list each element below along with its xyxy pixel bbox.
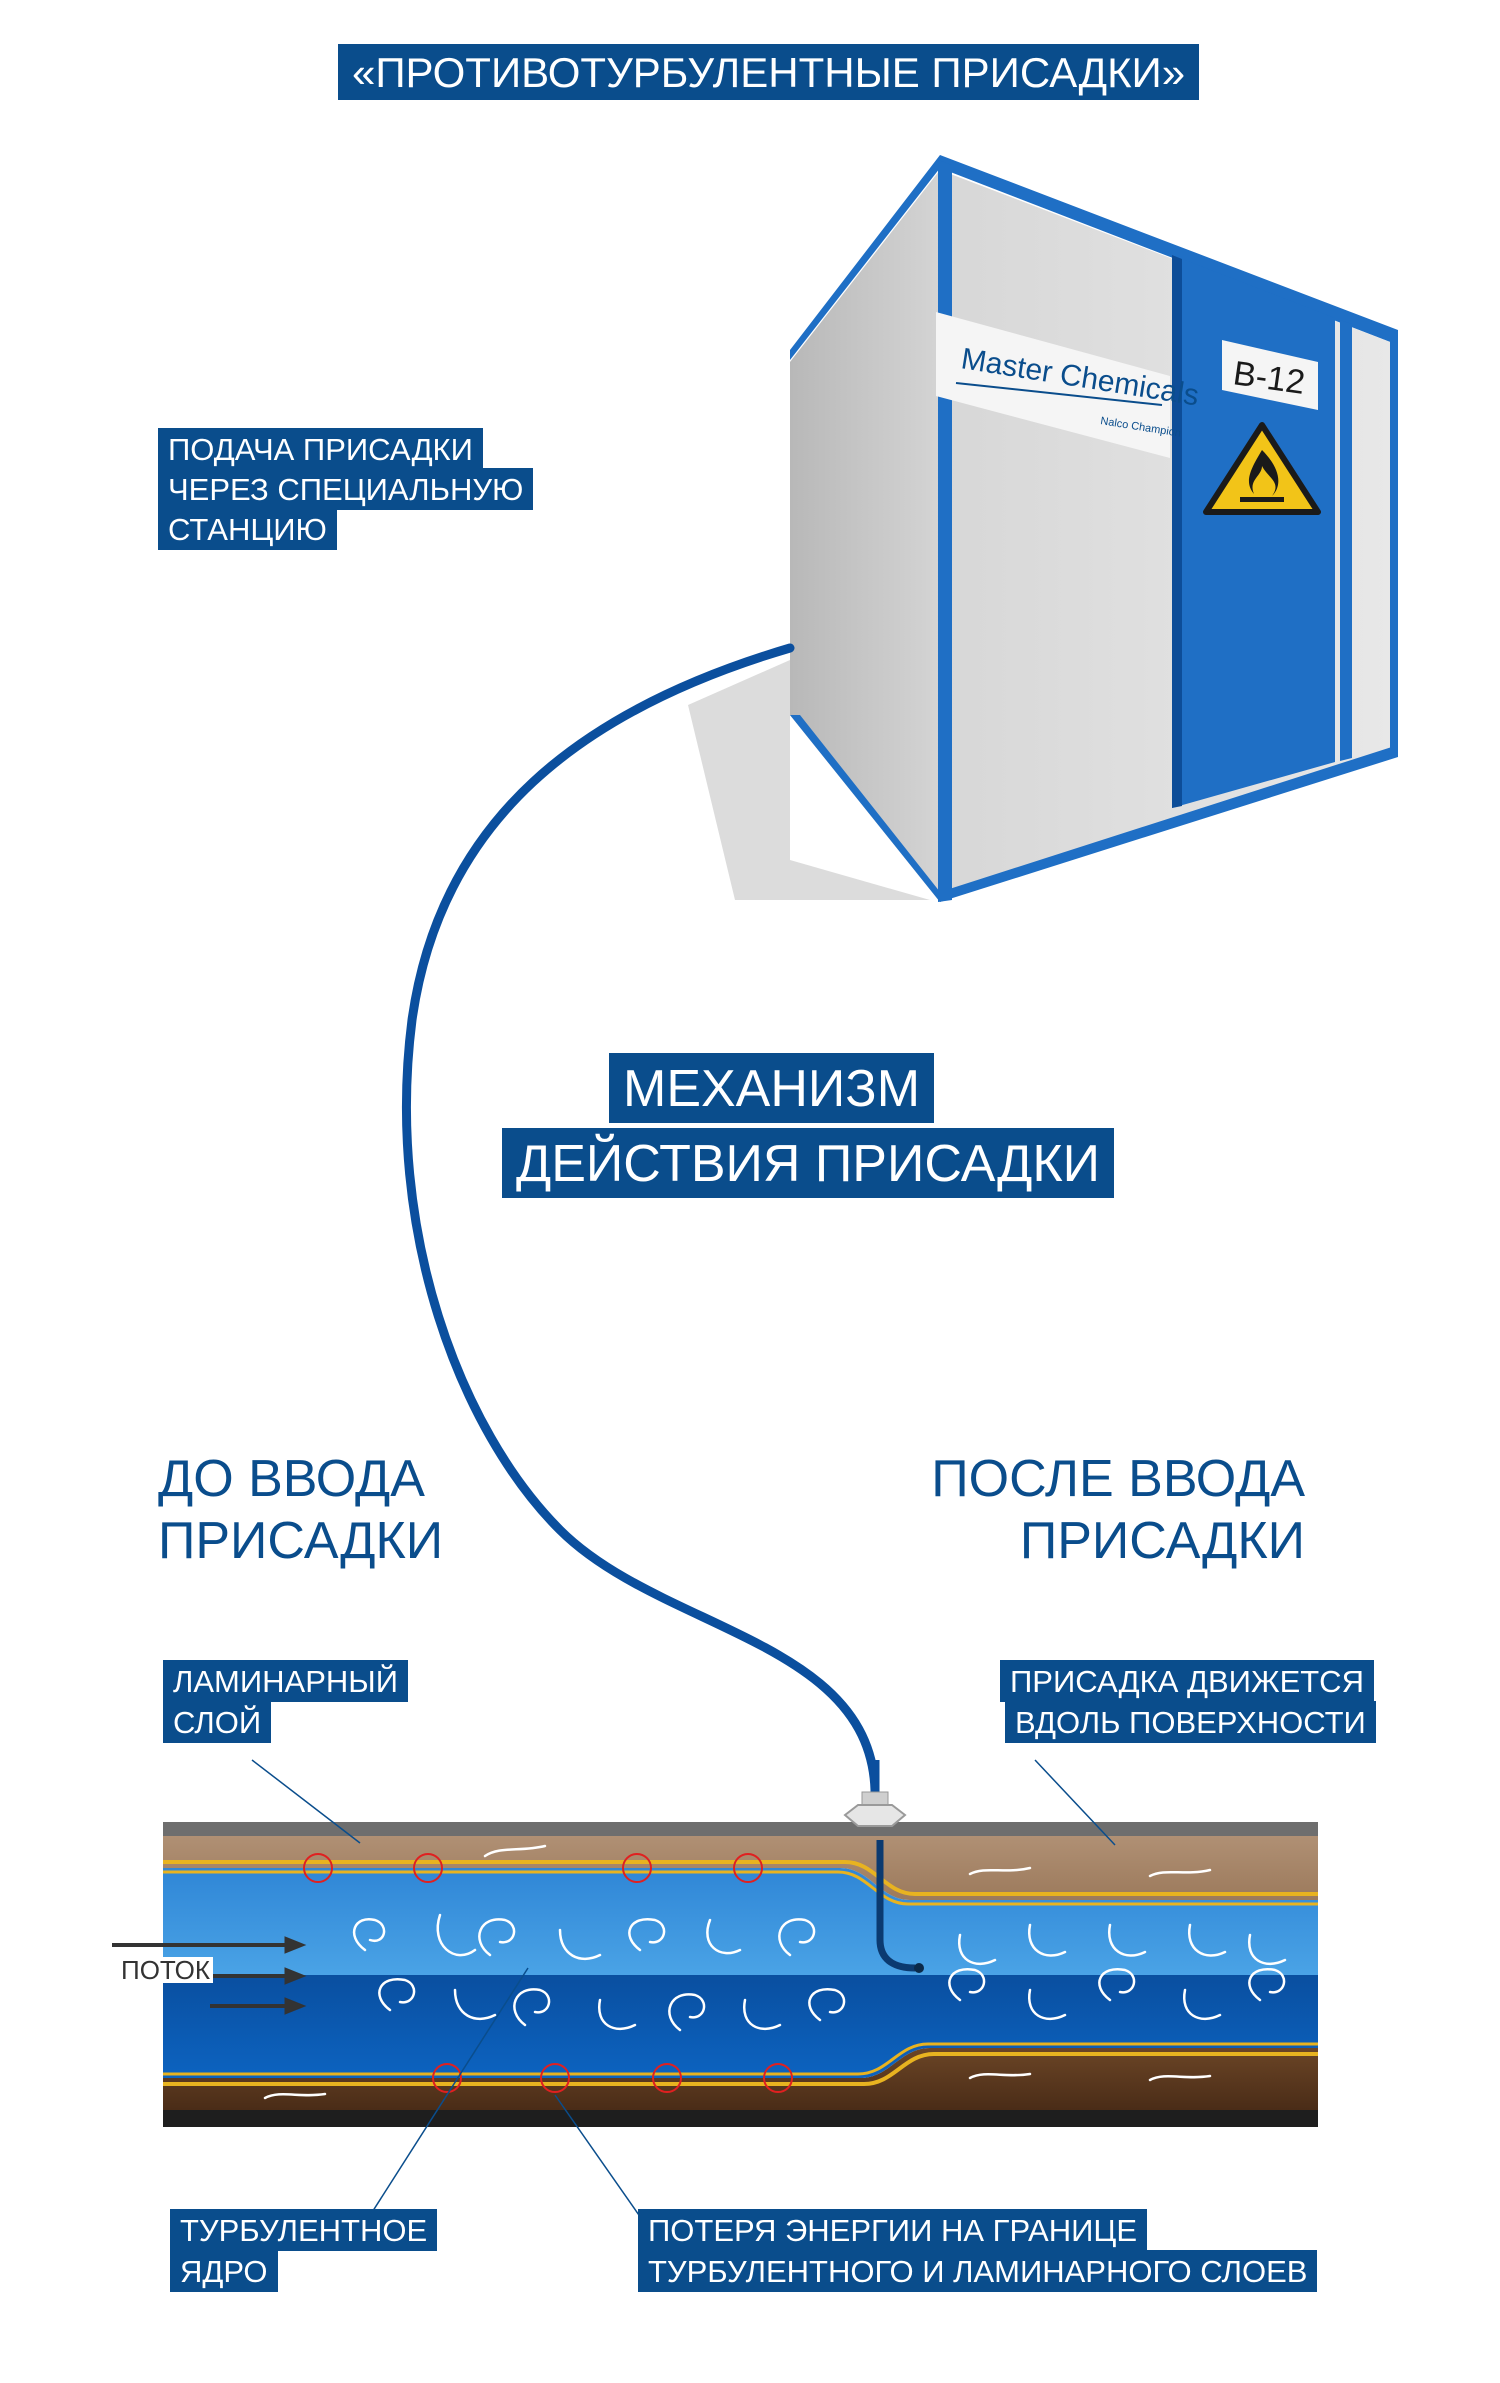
nozzle-tip <box>914 1963 924 1973</box>
flammable-warning-icon <box>1203 422 1321 515</box>
laminar-layer-bottom <box>163 2048 1318 2110</box>
supply-label-line-1: ПОДАЧА ПРИСАДКИ <box>158 428 483 470</box>
brand-rule <box>955 382 1163 406</box>
laminar-label-line-1: ЛАМИНАРНЫЙ <box>163 1660 408 1702</box>
door-seam <box>1172 255 1182 808</box>
flow-label: ПОТОК <box>118 1957 213 1983</box>
station-front-edge <box>938 160 952 902</box>
before-heading-line-2: ПРИСАДКИ <box>158 1512 444 1570</box>
brand-plate <box>936 312 1170 458</box>
turbulent-label-line-2: ЯДРО <box>170 2250 278 2292</box>
before-heading-line-1: ДО ВВОДА <box>158 1450 425 1508</box>
supply-label-line-2: ЧЕРЕЗ СПЕЦИАЛЬНУЮ <box>158 468 534 510</box>
leader-lines <box>251 1759 1116 2229</box>
boundary-line-bottom <box>163 2042 1318 2076</box>
page-title: «ПРОТИВОТУРБУЛЕНТНЫЕ ПРИСАДКИ» <box>338 44 1200 100</box>
pipe-wall-top <box>163 1822 1318 1836</box>
additive-label-line-2: ВДОЛЬ ПОВЕРХНОСТИ <box>1005 1701 1376 1743</box>
after-heading-line-2: ПРИСАДКИ <box>1019 1512 1305 1570</box>
injection-nozzle <box>876 1840 916 1972</box>
flow-arrows <box>112 1936 307 2015</box>
additive-label-line-1: ПРИСАДКА ДВИЖЕТСЯ <box>1000 1660 1374 1702</box>
injection-hose <box>402 643 880 1795</box>
after-heading-line-1: ПОСЛЕ ВВОДА <box>931 1450 1305 1508</box>
station-door <box>1172 255 1335 808</box>
laminar-label-line-2: СЛОЙ <box>163 1701 272 1743</box>
boundary-line-top-2 <box>163 1870 1318 1906</box>
turbulent-core-upper <box>163 1868 1318 1975</box>
mechanism-label-line-2: ДЕЙСТВИЯ ПРИСАДКИ <box>502 1128 1115 1198</box>
pipe-section <box>163 1791 1318 2127</box>
energy-label-line-1: ПОТЕРЯ ЭНЕРГИИ НА ГРАНИЦЕ <box>638 2209 1148 2251</box>
energy-loss-markers <box>303 1853 793 2093</box>
energy-label-line-2: ТУРБУЛЕНТНОГО И ЛАМИНАРНОГО СЛОЕВ <box>638 2250 1318 2292</box>
mechanism-label-line-1: МЕХАНИЗМ <box>609 1053 935 1123</box>
additive-station: Master Chemicals Nalco Champion B-12 <box>688 155 1398 902</box>
right-panel <box>1340 320 1352 761</box>
station-side-wall <box>790 170 940 902</box>
turbulent-label-line-1: ТУРБУЛЕНТНОЕ <box>170 2209 438 2251</box>
station-side-edge <box>790 715 940 902</box>
supply-label-line-3: СТАНЦИЮ <box>158 508 337 550</box>
station-base <box>940 745 1398 902</box>
station-corner <box>1390 328 1398 755</box>
boundary-line-bottom-2 <box>163 2052 1318 2086</box>
code-plate <box>1222 340 1318 410</box>
injection-fitting <box>843 1791 907 1827</box>
pipe-wall-bottom <box>163 2110 1318 2127</box>
turbulent-eddies <box>263 1844 1287 2100</box>
station-shadow <box>688 660 930 900</box>
